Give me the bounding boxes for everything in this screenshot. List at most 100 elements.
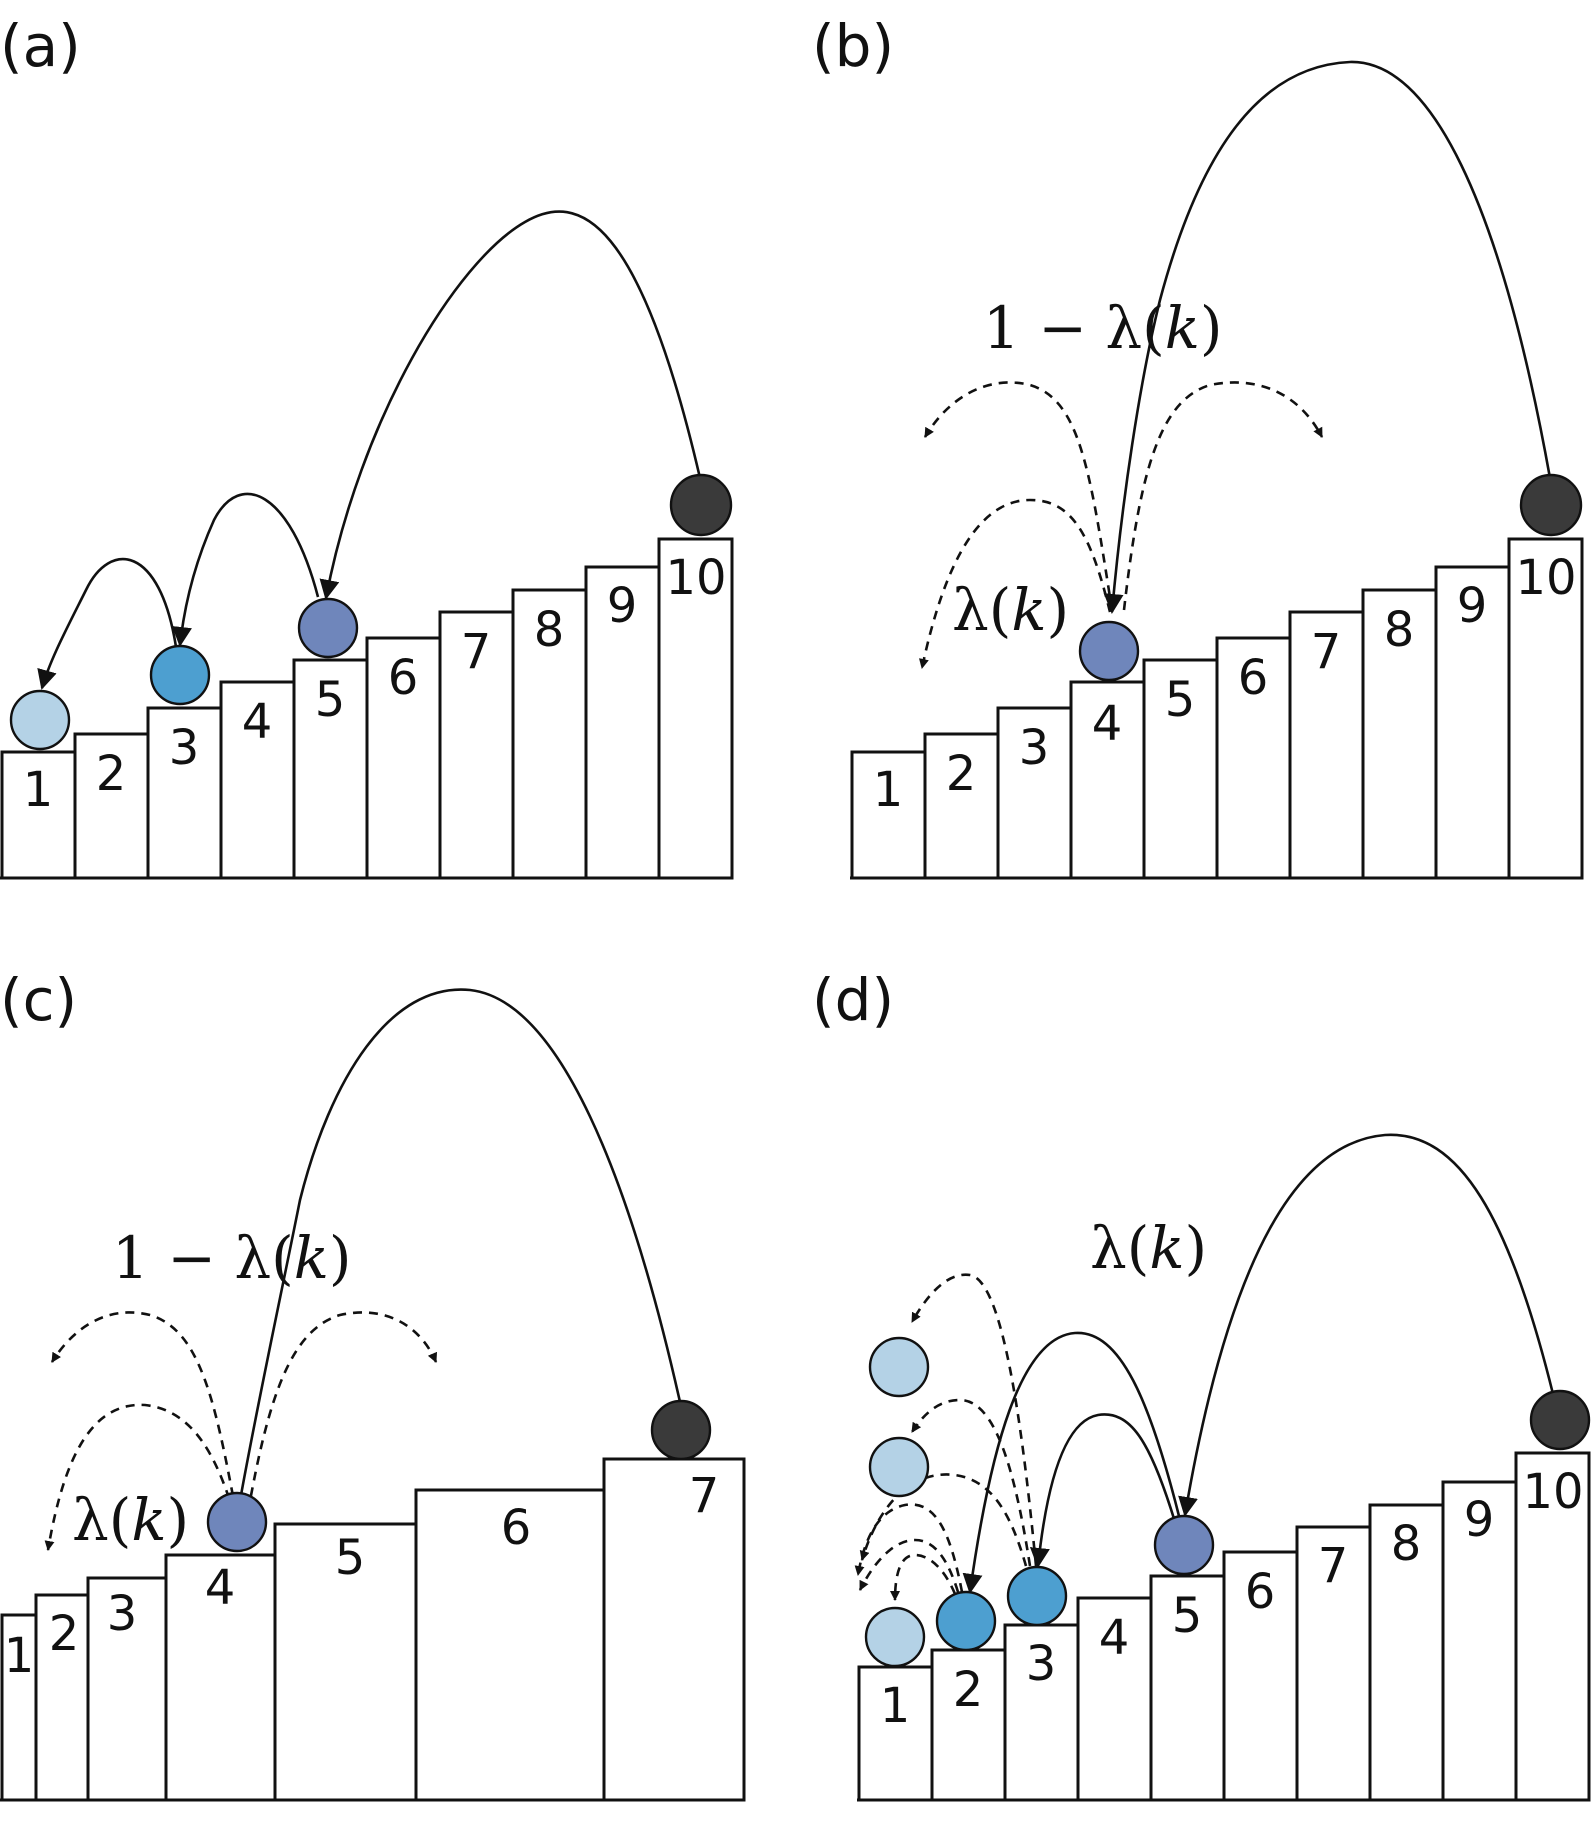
- panel-d-step-2: [930, 1648, 1007, 1802]
- panel-c-step-label-5: 5: [335, 1530, 366, 1586]
- panel-b-step-3: [996, 706, 1073, 880]
- panel-a-step-label-5: 5: [315, 672, 346, 728]
- panel-c-step-label-3: 3: [107, 1586, 138, 1642]
- panel-d-step-label-1: 1: [880, 1678, 911, 1734]
- panel-d-ball-light-bottom: [864, 1606, 926, 1668]
- panel-d-label: (d): [812, 966, 894, 1034]
- panel-a-step-label-10: 10: [665, 550, 726, 606]
- panel-d-step-3: [1003, 1623, 1080, 1802]
- panel-a-step-label-4: 4: [242, 694, 273, 750]
- panel-c-step-7: [602, 1457, 746, 1802]
- panel-d-step-label-10: 10: [1522, 1464, 1583, 1520]
- panel-d-step-label-5: 5: [1172, 1588, 1203, 1644]
- panel-d-ball-medium-3: [1006, 1565, 1068, 1627]
- panel-d-ball-light-top: [868, 1336, 930, 1398]
- panel-a-step-label-8: 8: [534, 602, 565, 658]
- panel-b: (b) 1 2 3 4 5 6 7 8 9 10 1 − λ(k) λ(k): [812, 12, 1584, 880]
- panel-b-step-10: [1507, 537, 1584, 880]
- panel-d-step-label-8: 8: [1391, 1516, 1422, 1572]
- panel-c-dash-lower-left: [44, 1403, 236, 1551]
- panel-d-step-label-6: 6: [1245, 1564, 1276, 1620]
- panel-d: (d) 1 2 3 4 5 6 7 8 9 10 λ(k): [812, 966, 1591, 1802]
- panel-c-step-label-1: 1: [4, 1628, 35, 1684]
- panel-d-jump-5-to-3: [1029, 1413, 1177, 1568]
- panel-b-step-label-9: 9: [1457, 578, 1488, 634]
- panel-d-step-1: [857, 1665, 934, 1802]
- panel-a-ball-light: [9, 689, 71, 751]
- panel-b-step-6: [1215, 636, 1292, 880]
- panel-d-jump-10-to-5: [1178, 1133, 1555, 1517]
- panel-c-step-label-6: 6: [501, 1500, 532, 1556]
- panel-b-step-4: [1069, 680, 1146, 880]
- panel-d-step-label-4: 4: [1099, 1610, 1130, 1666]
- panel-b-step-8: [1361, 588, 1438, 880]
- panel-d-ball-black: [1529, 1389, 1591, 1451]
- panel-a-step-label-6: 6: [388, 650, 419, 706]
- panel-a-step-label-1: 1: [23, 762, 54, 818]
- panel-d-step-label-7: 7: [1318, 1538, 1349, 1594]
- panel-b-dash-upper-left: [923, 381, 1114, 611]
- panel-d-dash-3-middle: [910, 1398, 1032, 1567]
- panel-b-prob-upper: 1 − λ(k): [983, 294, 1223, 362]
- panel-a-ball-medium: [149, 644, 211, 706]
- panel-a-step-label-9: 9: [607, 578, 638, 634]
- panel-b-step-7: [1288, 610, 1365, 880]
- panel-d-step-9: [1441, 1480, 1518, 1802]
- panel-b-step-9: [1434, 565, 1511, 880]
- panel-b-step-label-5: 5: [1165, 672, 1196, 728]
- panel-c-step-2: [34, 1593, 90, 1802]
- panel-b-ball-dark: [1078, 620, 1140, 682]
- panel-d-step-label-2: 2: [953, 1662, 984, 1718]
- panel-a-step-3: [146, 706, 223, 880]
- panel-a: (a) 1 2 3 4 5 6 7 8 9 10: [0, 12, 734, 880]
- panel-d-step-7: [1295, 1525, 1372, 1802]
- panel-c-prob-upper: 1 − λ(k): [112, 1224, 352, 1292]
- panel-d-dash-2-lower: [858, 1538, 960, 1593]
- panel-a-jump-5-to-3: [172, 492, 320, 647]
- panel-b-jump-10-to-4: [1103, 60, 1552, 614]
- panel-c-step-label-4: 4: [205, 1560, 236, 1616]
- panel-a-ball-black: [669, 473, 733, 537]
- panel-b-step-label-2: 2: [946, 746, 977, 802]
- panel-c-step-4: [164, 1553, 277, 1802]
- panel-d-step-label-9: 9: [1464, 1492, 1495, 1548]
- panel-d-step-label-3: 3: [1026, 1636, 1057, 1692]
- panel-c-step-5: [273, 1522, 418, 1802]
- panel-a-step-label-7: 7: [461, 624, 492, 680]
- panel-b-label: (b): [812, 12, 894, 80]
- panel-d-dash-3-lower: [859, 1473, 1028, 1567]
- panel-b-step-label-4: 4: [1092, 696, 1123, 752]
- panel-c-prob-lower: λ(k): [72, 1486, 189, 1554]
- panel-b-step-1: [850, 750, 927, 880]
- panel-d-ball-medium-2: [935, 1590, 997, 1652]
- panel-a-step-9: [584, 565, 661, 880]
- panel-c: (c) 1 2 3 4 5 6 7 1 − λ(k) λ(k): [0, 966, 746, 1802]
- panel-c-ball-dark: [206, 1491, 268, 1553]
- panel-b-dash-upper-right: [1122, 381, 1324, 611]
- panel-d-ball-light-middle: [868, 1436, 930, 1498]
- panel-a-step-2: [73, 732, 150, 880]
- panel-d-dash-2-to-1: [890, 1553, 957, 1601]
- panel-a-step-label-3: 3: [169, 720, 200, 776]
- panel-c-step-label-2: 2: [49, 1606, 80, 1662]
- panel-a-label: (a): [0, 12, 81, 80]
- panel-c-jump-7-to-4: [231, 988, 682, 1514]
- panel-c-dash-upper-right: [246, 1311, 438, 1513]
- panel-b-step-label-8: 8: [1384, 602, 1415, 658]
- panel-b-step-5: [1142, 658, 1219, 880]
- panel-c-dash-upper-left: [50, 1311, 238, 1513]
- panel-a-step-label-2: 2: [96, 746, 127, 802]
- panel-b-step-label-10: 10: [1515, 550, 1576, 606]
- panel-d-dash-2-left: [854, 1503, 964, 1593]
- panel-b-step-label-3: 3: [1019, 720, 1050, 776]
- panel-c-step-3: [86, 1576, 168, 1802]
- panel-d-step-4: [1076, 1596, 1153, 1802]
- panel-b-step-label-1: 1: [873, 762, 904, 818]
- panel-c-step-label-7: 7: [689, 1468, 720, 1524]
- panel-a-step-10: [657, 537, 734, 880]
- panel-d-prob: λ(k): [1090, 1214, 1207, 1282]
- panel-d-dash-3-upper: [910, 1273, 1038, 1567]
- panel-d-ball-dark: [1153, 1514, 1215, 1576]
- panel-d-step-10: [1514, 1451, 1591, 1802]
